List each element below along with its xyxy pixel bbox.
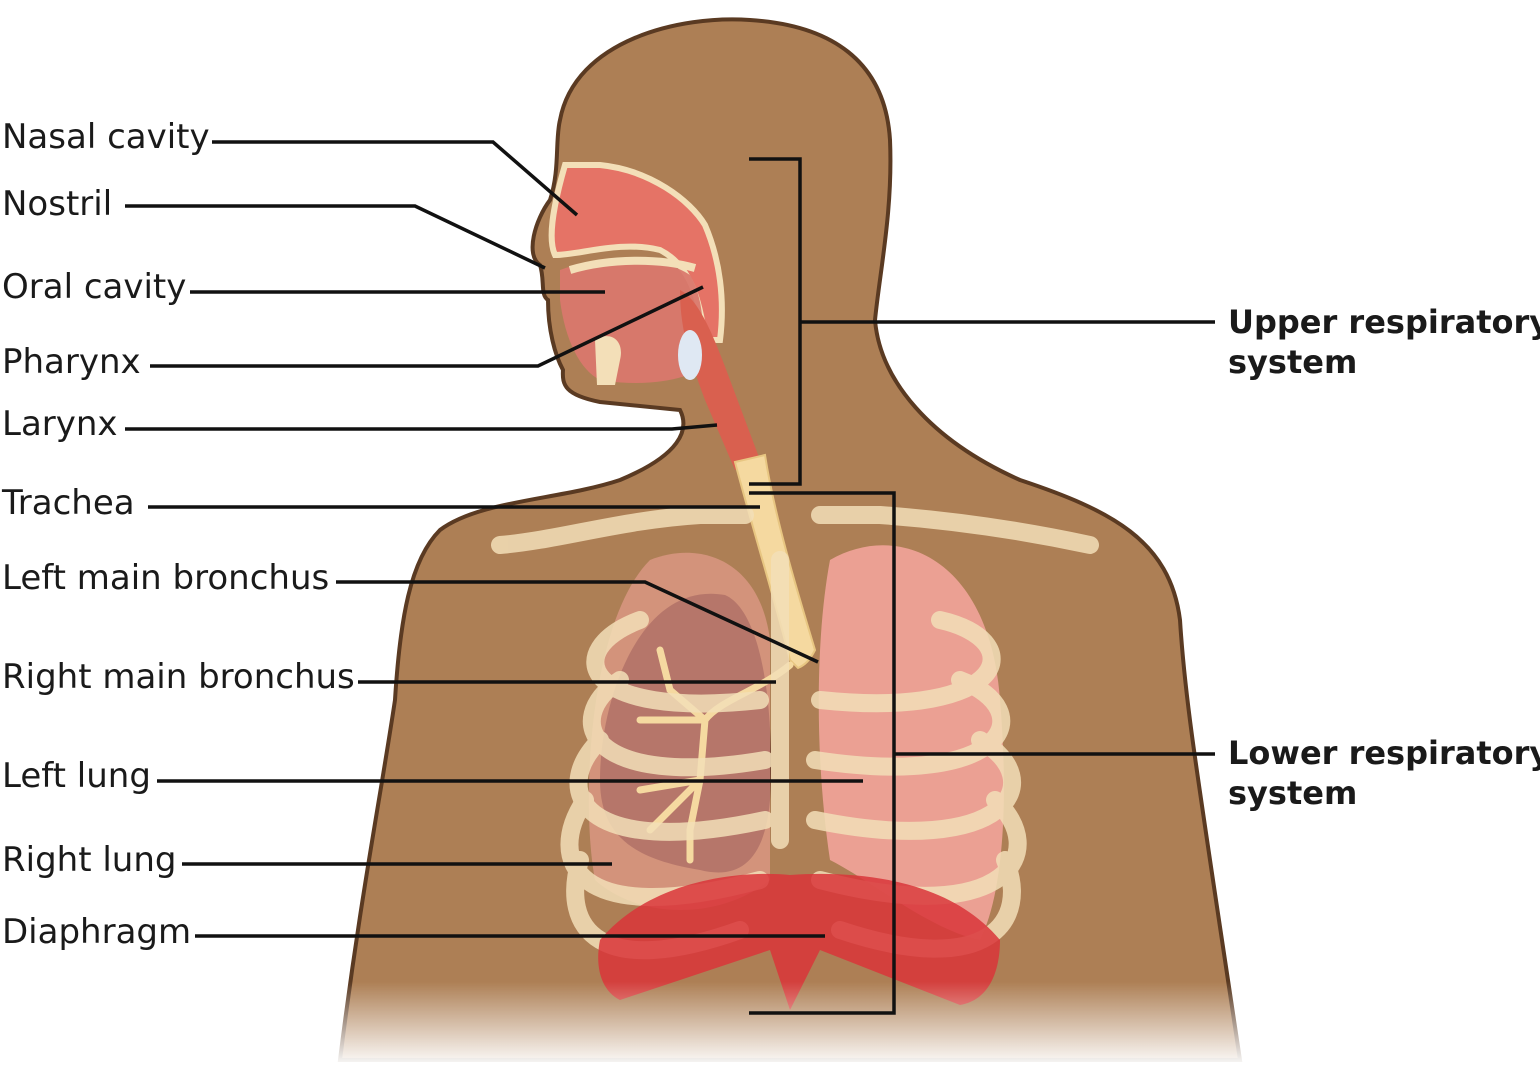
label-oral-cavity: Oral cavity (2, 267, 187, 307)
upper-group-line2: system (1228, 343, 1358, 381)
leader-pharynx (150, 285, 704, 368)
label-trachea: Trachea (2, 483, 135, 523)
label-upper-respiratory-system: Upper respiratory system (1228, 302, 1540, 382)
label-pharynx: Pharynx (2, 342, 141, 382)
lower-group-line1: Lower respiratory (1228, 734, 1540, 772)
label-nostril: Nostril (2, 184, 113, 224)
label-right-lung: Right lung (2, 840, 177, 880)
label-nasal-cavity: Nasal cavity (2, 117, 210, 157)
leader-nasal-cavity (212, 140, 579, 217)
lower-group-line2: system (1228, 774, 1358, 812)
leader-larynx (125, 423, 718, 431)
label-larynx: Larynx (2, 404, 118, 444)
leader-nostril (125, 204, 546, 270)
label-diaphragm: Diaphragm (2, 912, 192, 952)
upper-group-line1: Upper respiratory (1228, 303, 1540, 341)
label-right-main-bronchus: Right main bronchus (2, 657, 355, 697)
label-left-main-bronchus: Left main bronchus (2, 558, 330, 598)
label-lower-respiratory-system: Lower respiratory system (1228, 733, 1540, 813)
label-left-lung: Left lung (2, 756, 151, 796)
leader-lines (125, 140, 1215, 1015)
leader-left-main-bronchus (336, 580, 819, 664)
